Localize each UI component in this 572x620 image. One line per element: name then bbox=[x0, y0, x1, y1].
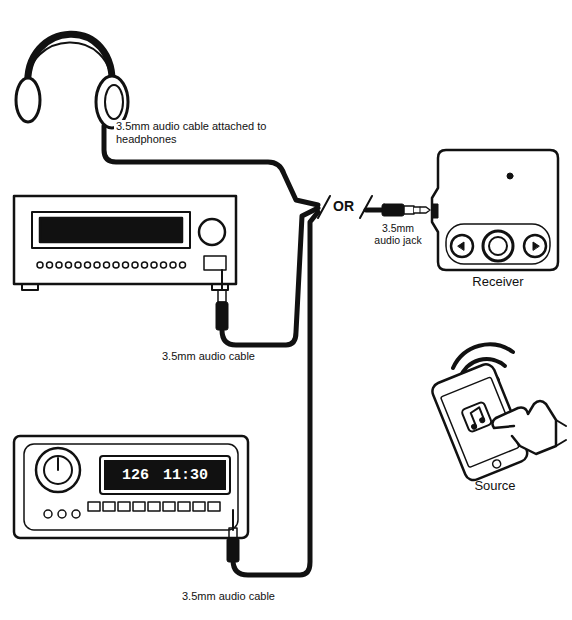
audio-jack bbox=[366, 204, 430, 216]
button-dot bbox=[94, 262, 100, 268]
button-dot bbox=[132, 262, 138, 268]
button-dot bbox=[161, 262, 167, 268]
button-dot bbox=[85, 262, 91, 268]
preset-button bbox=[193, 502, 205, 511]
button-dot bbox=[151, 262, 157, 268]
amplifier bbox=[14, 196, 236, 330]
radio-knob bbox=[44, 510, 52, 518]
radio-knob bbox=[58, 510, 66, 518]
button-dot bbox=[75, 262, 81, 268]
jack-label: 3.5mm audio jack bbox=[368, 222, 428, 246]
button-dot bbox=[66, 262, 72, 268]
or-label: OR bbox=[331, 198, 356, 214]
preset-button bbox=[118, 502, 130, 511]
button-dot bbox=[104, 262, 110, 268]
headphones bbox=[16, 34, 128, 128]
source-device: Source bbox=[420, 340, 570, 502]
preset-button bbox=[208, 502, 220, 511]
device-label: Source bbox=[420, 478, 570, 493]
button-dot bbox=[170, 262, 176, 268]
button-dot bbox=[142, 262, 148, 268]
preset-button bbox=[103, 502, 115, 511]
amplifier-buttons bbox=[37, 262, 186, 268]
cable-label: 3.5mm audio cable bbox=[160, 350, 257, 363]
cable-label: 3.5mm audio cable attached to headphones bbox=[114, 120, 278, 145]
display-reading: 11:30 bbox=[163, 467, 208, 484]
cable-label: 3.5mm audio cable bbox=[180, 590, 277, 603]
radio-knob bbox=[72, 510, 80, 518]
receiver-device: Receiver bbox=[432, 148, 564, 298]
radio-display: 126 11:30 bbox=[104, 460, 226, 490]
radio-buttons bbox=[44, 502, 220, 518]
preset-button bbox=[163, 502, 175, 511]
button-dot bbox=[47, 262, 53, 268]
button-dot bbox=[56, 262, 62, 268]
smartphone bbox=[430, 344, 566, 482]
preset-button bbox=[148, 502, 160, 511]
car-radio bbox=[14, 436, 248, 562]
button-dot bbox=[180, 262, 186, 268]
display-reading: 126 bbox=[122, 467, 149, 484]
button-dot bbox=[123, 262, 129, 268]
preset-button bbox=[88, 502, 100, 511]
preset-button bbox=[178, 502, 190, 511]
button-dot bbox=[37, 262, 43, 268]
or-marks bbox=[318, 196, 372, 218]
preset-button bbox=[133, 502, 145, 511]
button-dot bbox=[113, 262, 119, 268]
device-label: Receiver bbox=[432, 274, 564, 289]
receiver-device bbox=[432, 150, 558, 270]
